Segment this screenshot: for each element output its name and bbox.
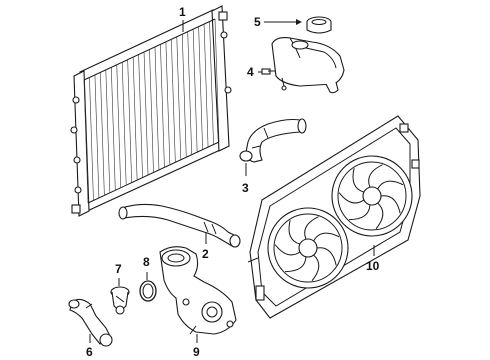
fan-blade bbox=[311, 254, 320, 282]
fan-blade bbox=[284, 256, 307, 273]
callout-8: 8 bbox=[143, 255, 150, 280]
fan-blade bbox=[288, 220, 301, 245]
fan-blade bbox=[338, 192, 365, 204]
radiator-fin bbox=[83, 79, 89, 204]
callout-4: 4 bbox=[247, 65, 262, 79]
callout-2: 2 bbox=[202, 232, 209, 261]
callout-label-2: 2 bbox=[202, 247, 209, 261]
coolant-reservoir bbox=[271, 37, 345, 94]
cooling-fan-shroud-assembly bbox=[247, 115, 421, 319]
callout-9: 9 bbox=[193, 334, 200, 359]
radiator-fin bbox=[209, 21, 214, 145]
radiator bbox=[70, 5, 232, 217]
callout-label-4: 4 bbox=[247, 65, 254, 79]
radiator-fin bbox=[176, 36, 182, 160]
callout-label-9: 9 bbox=[193, 345, 200, 359]
callout-10: 10 bbox=[366, 245, 380, 273]
fan-blade bbox=[313, 232, 340, 242]
radiator-fin bbox=[149, 49, 154, 173]
radiator-fin bbox=[160, 44, 165, 168]
radiator-fin bbox=[100, 72, 105, 196]
radiator-fin bbox=[214, 18, 220, 143]
radiator-fin bbox=[143, 52, 149, 176]
callout-7: 7 bbox=[115, 262, 122, 286]
callout-3: 3 bbox=[242, 163, 249, 195]
radiator-fin bbox=[116, 64, 122, 188]
callout-label-3: 3 bbox=[242, 181, 249, 195]
radiator-fin bbox=[192, 29, 198, 153]
callout-label-8: 8 bbox=[143, 255, 150, 269]
upper-radiator-hose bbox=[239, 118, 307, 163]
fan-blade bbox=[316, 247, 337, 266]
reservoir-bolt bbox=[261, 68, 275, 75]
radiator-fin bbox=[171, 39, 176, 163]
fan-blade bbox=[380, 195, 401, 214]
callout-label-5: 5 bbox=[254, 15, 261, 29]
radiator-fin bbox=[154, 46, 160, 170]
radiator-fin bbox=[138, 54, 143, 178]
fan-blade bbox=[375, 202, 384, 230]
radiator-fin bbox=[94, 74, 100, 198]
callout-label-7: 7 bbox=[115, 262, 122, 276]
callout-label-10: 10 bbox=[366, 259, 380, 273]
radiator-fin bbox=[121, 62, 127, 186]
callout-5: 5 bbox=[254, 15, 302, 29]
thermostat bbox=[110, 286, 130, 315]
radiator-fin bbox=[187, 31, 193, 155]
fan-blade bbox=[274, 244, 301, 256]
radiator-fin bbox=[127, 59, 132, 183]
fan-blade bbox=[368, 164, 383, 188]
fan-blade bbox=[304, 216, 319, 240]
water-outlet-housing bbox=[159, 246, 237, 335]
radiator-fin bbox=[181, 34, 187, 158]
right-fan bbox=[331, 155, 413, 237]
bypass-tube bbox=[68, 298, 113, 347]
callout-1: 1 bbox=[179, 5, 186, 32]
callout-label-1: 1 bbox=[179, 5, 186, 19]
fan-blade bbox=[352, 168, 365, 193]
left-fan bbox=[267, 207, 349, 289]
radiator-fin bbox=[198, 26, 203, 150]
radiator-fin bbox=[132, 57, 138, 181]
gasket-o-ring bbox=[139, 280, 157, 302]
fan-blade bbox=[348, 204, 371, 221]
reservoir-cap bbox=[306, 16, 332, 34]
radiator-fin bbox=[203, 24, 209, 148]
radiator-fin bbox=[105, 69, 111, 193]
radiator-fin bbox=[89, 77, 94, 201]
callout-label-6: 6 bbox=[86, 345, 93, 359]
radiator-fin bbox=[165, 41, 171, 165]
fan-blade bbox=[377, 180, 404, 190]
callout-6: 6 bbox=[86, 334, 93, 359]
lower-radiator-hose bbox=[118, 203, 241, 248]
radiator-fin bbox=[110, 67, 116, 191]
